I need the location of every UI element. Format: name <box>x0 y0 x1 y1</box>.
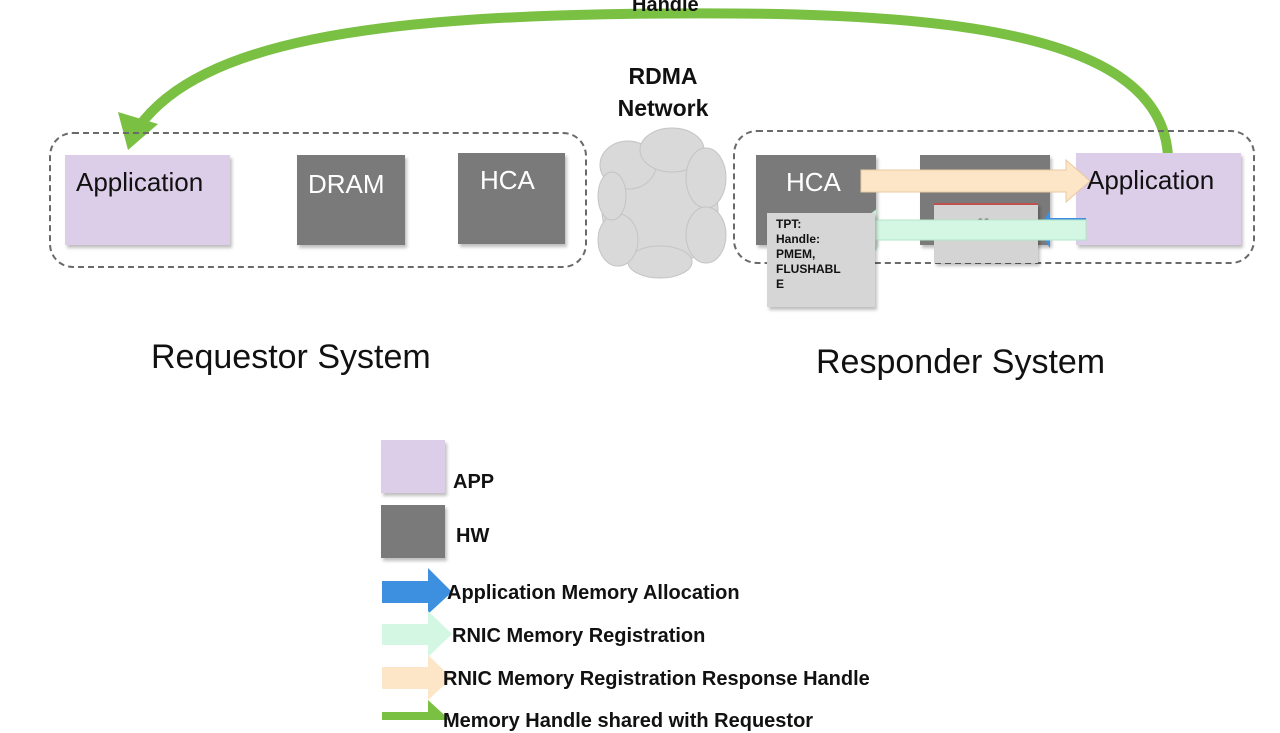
responder-hca-label: HCA <box>786 167 841 197</box>
legend-handle-label: Memory Handle shared with Requestor <box>443 710 814 732</box>
legend-hw-swatch <box>381 505 445 558</box>
responder-application-box: Application <box>1076 153 1241 245</box>
network-label-line1: RDMA <box>628 63 698 89</box>
legend-alloc-arrow <box>382 568 452 614</box>
responder-system-title: Responder System <box>816 343 1106 381</box>
requestor-dram-box: DRAM <box>297 155 405 245</box>
tpt-note-line1: TPT: <box>776 217 802 231</box>
legend-hw-label: HW <box>456 525 490 547</box>
requestor-application-label: Application <box>76 167 204 197</box>
legend-app-label: APP <box>453 471 495 493</box>
tpt-note-box: TPT: Handle: PMEM, FLUSHABL E <box>767 213 875 307</box>
legend-alloc-label: Application Memory Allocation <box>447 582 740 604</box>
handle-curve-arrow <box>133 8 1173 157</box>
requestor-dram-label: DRAM <box>308 169 385 199</box>
legend-registration-arrow <box>382 611 452 657</box>
legend-handle-arrow <box>382 700 450 720</box>
rdma-network-cloud <box>597 127 727 279</box>
tpt-note-line4: FLUSHABL <box>776 262 841 276</box>
tpt-note-line5: E <box>776 277 785 291</box>
responder-system-container <box>733 130 1255 264</box>
top-handle-label: Handle <box>632 0 699 16</box>
network-label-line2: Network <box>617 95 709 121</box>
legend-response-label: RNIC Memory Registration Response Handle <box>443 668 870 690</box>
legend-registration-label: RNIC Memory Registration <box>452 625 706 647</box>
responder-application-label: Application <box>1087 165 1215 195</box>
network-label: RDMA Network <box>602 60 724 124</box>
response-handle-arrow <box>860 158 1091 204</box>
tpt-note-line2: Handle: <box>776 232 821 246</box>
requestor-application-box: Application <box>65 155 230 245</box>
requestor-hca-box: HCA <box>458 153 565 244</box>
requestor-hca-label: HCA <box>480 165 535 195</box>
legend-response-arrow <box>382 655 452 700</box>
legend-app-swatch <box>381 440 445 493</box>
requestor-system-container <box>49 132 587 268</box>
requestor-system-title: Requestor System <box>151 338 431 376</box>
handle-curve-arrowhead <box>118 112 158 150</box>
tpt-note-line3: PMEM, <box>776 247 816 261</box>
